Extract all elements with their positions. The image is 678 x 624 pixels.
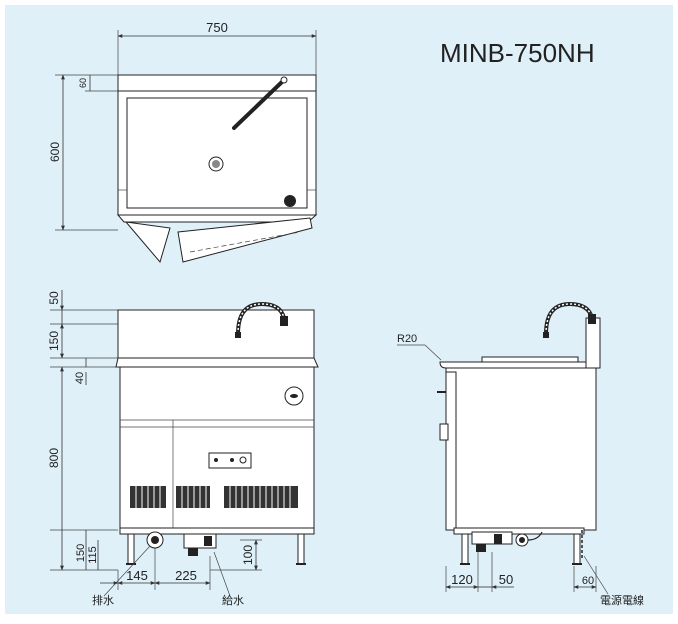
side-leg-front [461,533,469,565]
top-faucet [232,78,286,130]
side-pipes [471,531,513,545]
dim-supply-225: 225 [175,568,197,583]
dim-back-60: 60 [582,575,594,587]
front-leg-right [297,533,305,565]
dim-bottom-115: 115 [87,546,99,564]
label-power-cord: 電源電線 [600,593,644,607]
top-view: 750 600 60 [48,20,318,264]
dim-pipe-50: 50 [499,572,513,587]
top-open-panel-left [124,221,171,264]
top-knob [284,195,296,207]
dim-supply-100: 100 [241,545,255,565]
dim-bottom-150: 150 [75,544,87,562]
dim-front-120: 120 [451,572,473,587]
dim-backsplash-60: 60 [78,78,88,88]
label-drain: 排水 [92,593,114,607]
top-open-panel-right [177,217,313,263]
label-supply: 給水 [222,593,244,607]
dim-depth-600: 600 [48,142,62,162]
dim-top-50: 50 [47,291,61,305]
side-backsplash [585,317,601,369]
dim-splash-150: 150 [47,331,61,351]
label-radius-r20: R20 [397,333,417,345]
dim-rim-40: 40 [74,372,86,384]
side-leg-back [573,533,581,565]
dim-total-800: 800 [47,448,61,468]
side-counter [439,361,587,369]
front-leg-left [127,533,135,565]
model-title: MINB-750NH [440,38,595,68]
side-body [445,367,597,531]
front-view: 50 150 40 800 150 115 [47,290,319,607]
dim-drain-145: 145 [126,568,148,583]
front-control-panel [208,452,252,469]
front-rim [115,357,319,368]
dim-width-750: 750 [206,20,228,35]
side-view: R20 [397,301,644,607]
top-well [126,97,308,209]
